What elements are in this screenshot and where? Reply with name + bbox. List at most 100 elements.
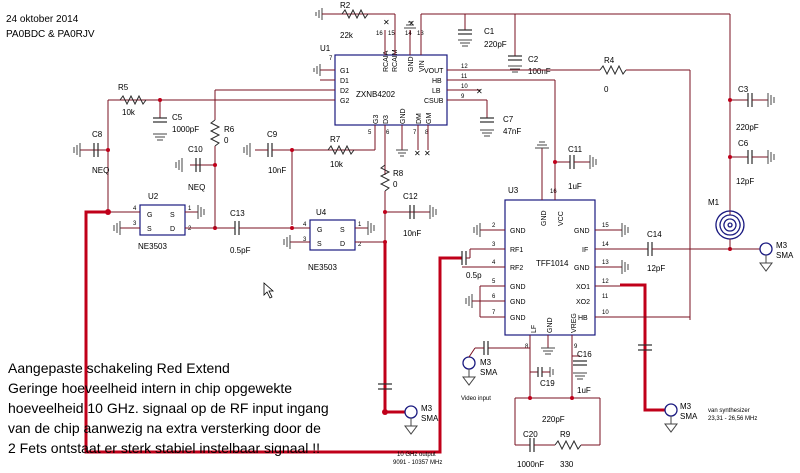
u4-part: NE3503 — [308, 263, 337, 272]
u1-pin-8: 8 — [425, 130, 429, 136]
c8-value: NEQ — [92, 166, 109, 175]
u2-ref: U2 — [148, 192, 159, 201]
c-rf-value: 0.5p — [466, 271, 482, 280]
note-line-3: hoeveelheid 10 GHz. signaal op de RF inp… — [8, 400, 329, 416]
u3-pin-lf: LF — [531, 325, 538, 333]
c7-value: 47nF — [503, 127, 521, 136]
u1-pin-g2: G2 — [340, 98, 349, 105]
c13-value: 0.5pF — [230, 246, 251, 255]
c19-value: 220pF — [542, 415, 565, 424]
chip-u3: U3 TFF1014 GND RF1 RF2 GND GND GND 2 3 4… — [492, 186, 609, 350]
bold-output-wire — [383, 242, 405, 414]
c10-value: NEQ — [188, 183, 205, 192]
sma-out-caption1: 10 GHz output — [397, 452, 436, 458]
u1-pin-d3: D3 — [383, 115, 390, 124]
c19-ref: C19 — [540, 379, 555, 388]
r8-resistor — [379, 164, 391, 192]
u4-ref: U4 — [316, 208, 327, 217]
u3-pin-gnd-bottom: GND — [547, 317, 554, 333]
u1-pin-11: 11 — [461, 74, 468, 80]
c7-capacitor — [480, 117, 494, 123]
c2-ref: C2 — [528, 55, 539, 64]
u3-num-10: 10 — [602, 310, 609, 316]
note-line-5: 2 Fets ontstaat er sterk stabiel instelb… — [8, 440, 320, 456]
c6-capacitor — [747, 150, 753, 164]
u1-pin-7-left: 7 — [329, 56, 333, 62]
r5-resistor — [119, 94, 147, 106]
sma-if-connector: M3 SMA — [759, 241, 794, 272]
u4-pin-3: 3 — [303, 237, 307, 243]
u4-pin-4: 4 — [303, 222, 307, 228]
c1-value: 220pF — [484, 40, 507, 49]
u3-pin-xo2: XO2 — [576, 299, 590, 306]
u1-pin-d2: D2 — [340, 88, 349, 95]
rf-coupling-capacitor — [461, 251, 467, 265]
u3-pin-vreg: VREG — [571, 313, 578, 333]
c20-value: 1000nF — [517, 460, 544, 469]
u3-num-13: 13 — [602, 260, 609, 266]
u1-pin-gnd-bottom: GND — [400, 108, 407, 124]
ground-icon — [549, 367, 554, 377]
c11-capacitor — [569, 155, 575, 169]
r7-ref: R7 — [330, 135, 341, 144]
c16-capacitor — [573, 360, 587, 366]
ground-icon — [396, 149, 408, 157]
c8-capacitor — [93, 143, 99, 157]
c13-ref: C13 — [230, 209, 245, 218]
ground-icon — [473, 223, 481, 237]
c7-ref: C7 — [503, 115, 514, 124]
u3-pin-gnd-7: GND — [510, 315, 526, 322]
u1-pin-9: 9 — [461, 94, 465, 100]
u3-num-3: 3 — [492, 242, 496, 248]
note-line-1: Aangepaste schakeling Red Extend — [8, 360, 230, 376]
c13-capacitor — [234, 221, 240, 235]
c12-ref: C12 — [403, 192, 418, 201]
u4-pin-s1: S — [340, 227, 345, 234]
sma-if-sub: SMA — [776, 251, 794, 260]
c16-value: 1uF — [577, 386, 591, 395]
nc-mark-icon: ✕ — [424, 149, 431, 158]
sma-synth-caption1: van synthesizer — [708, 408, 750, 414]
u2-pin-2: 2 — [188, 226, 192, 232]
c3-capacitor — [747, 93, 753, 107]
c2-capacitor — [508, 55, 522, 61]
c10-capacitor — [195, 158, 201, 172]
ground-icon — [589, 155, 597, 169]
u1-pin-gnd-top: GND — [408, 56, 415, 72]
sma-video-label: M3 — [480, 358, 492, 367]
sma-out-label: M3 — [421, 404, 433, 413]
sma-output-connector: M3 SMA 10 GHz output 9091 - 10357 MHz — [393, 404, 442, 466]
u1-pin-vin: VIN — [419, 60, 426, 72]
c9-ref: C9 — [267, 130, 278, 139]
c19-capacitor — [537, 367, 543, 377]
c11-value: 1uF — [568, 182, 582, 191]
c20-capacitor — [529, 438, 535, 452]
chip-u1: U1 ZXNB4202 G1 D1 D2 G2 RCAIA RCAIM GND … — [320, 14, 470, 175]
c12-value: 10nF — [403, 229, 421, 238]
r4-value: 0 — [604, 85, 609, 94]
ground-icon — [315, 8, 323, 20]
ground-icon — [243, 143, 251, 157]
u1-pin-g1: G1 — [340, 68, 349, 75]
r7-value: 10k — [330, 160, 344, 169]
r6-ref: R6 — [224, 125, 235, 134]
ground-icon — [458, 39, 472, 47]
u3-num-12: 12 — [602, 279, 609, 285]
u1-pin-hb: HB — [432, 78, 442, 85]
u4-pin-d: D — [340, 241, 345, 248]
u3-pin-gnd-2: GND — [510, 228, 526, 235]
ground-icon — [480, 129, 494, 137]
u2-pin-3: 3 — [133, 221, 137, 227]
video-coupling-capacitor — [483, 341, 489, 355]
u2-pin-4: 4 — [133, 206, 137, 212]
u1-pin-lb: LB — [432, 88, 441, 95]
c16-ref: C16 — [577, 350, 592, 359]
ground-icon — [404, 21, 416, 29]
u1-part: ZXNB4202 — [356, 90, 396, 99]
sma-video-connector: M3 SMA Video input — [461, 347, 498, 402]
ground-icon — [283, 235, 291, 249]
sma-video-sub: SMA — [480, 368, 498, 377]
nc-mark-icon: ✕ — [383, 18, 390, 27]
r8-value: 0 — [393, 180, 398, 189]
